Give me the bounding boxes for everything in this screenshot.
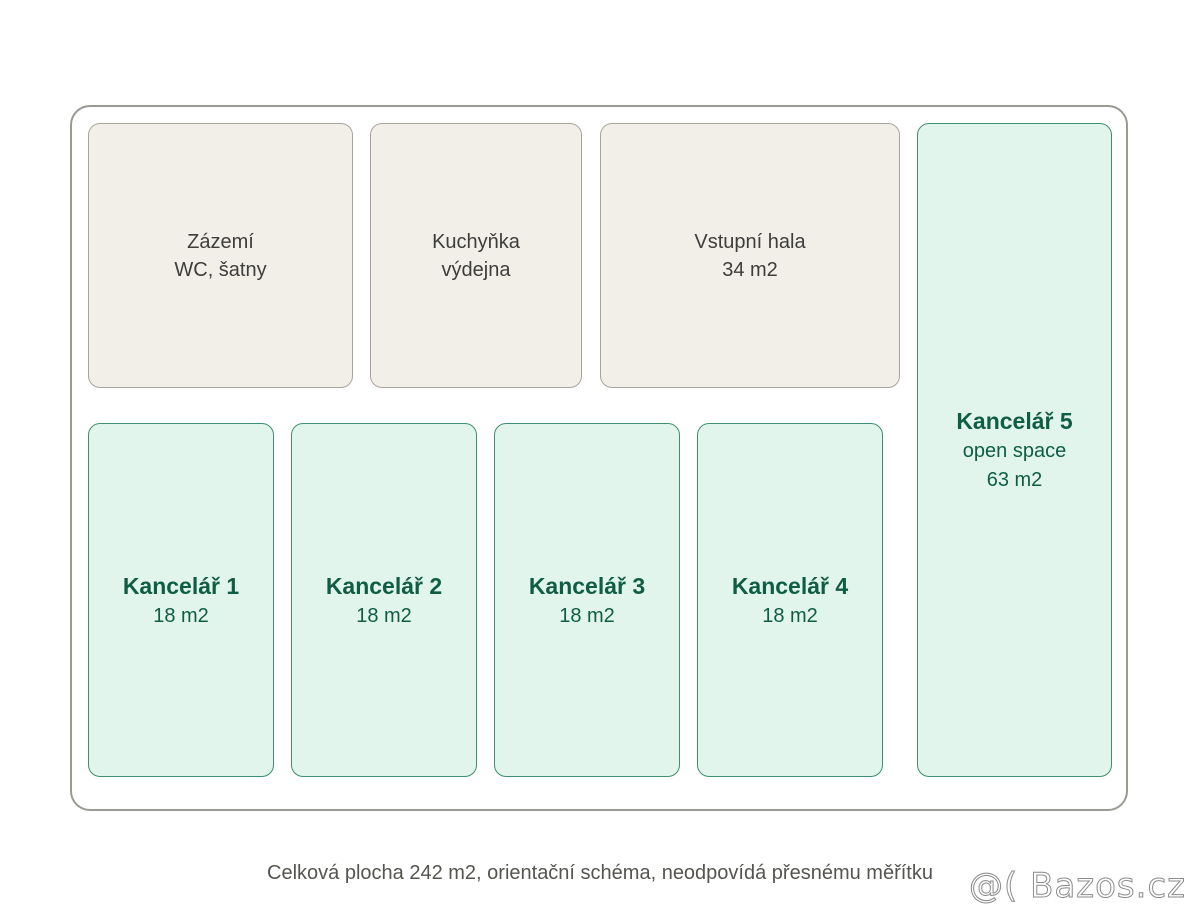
room-kancelar-3-area: 18 m2 <box>559 604 615 627</box>
room-kuchynka-detail: výdejna <box>441 258 511 281</box>
room-vstupni-hala-label: Vstupní hala <box>694 230 806 253</box>
room-kancelar-5-type: open space <box>962 440 1067 462</box>
watermark-logo: @( Bazos.cz <box>969 866 1186 907</box>
room-kancelar-3: Kancelář 3 18 m2 <box>494 423 680 777</box>
room-kuchynka-label: Kuchyňka <box>432 230 520 253</box>
room-zazemi: Zázemí WC, šatny <box>88 123 353 388</box>
room-kancelar-1-name: Kancelář 1 <box>122 572 240 599</box>
room-kancelar-4: Kancelář 4 18 m2 <box>697 423 883 777</box>
room-zazemi-detail: WC, šatny <box>174 258 267 281</box>
room-kancelar-5-name: Kancelář 5 <box>956 408 1073 434</box>
plan-caption: Celková plocha 242 m2, orientační schéma… <box>267 862 933 884</box>
room-kancelar-1-area: 18 m2 <box>153 604 209 627</box>
room-vstupni-hala: Vstupní hala 34 m2 <box>600 123 900 388</box>
room-vstupni-hala-area: 34 m2 <box>722 258 778 281</box>
room-zazemi-label: Zázemí <box>187 230 254 253</box>
room-kancelar-1: Kancelář 1 18 m2 <box>88 423 274 777</box>
room-kancelar-2-area: 18 m2 <box>356 604 412 627</box>
room-kancelar-2-name: Kancelář 2 <box>325 572 443 599</box>
room-kancelar-3-name: Kancelář 3 <box>528 572 646 599</box>
room-kancelar-2: Kancelář 2 18 m2 <box>291 423 477 777</box>
room-kancelar-5: Kancelář 5 open space 63 m2 <box>917 123 1112 777</box>
room-kancelar-4-name: Kancelář 4 <box>731 572 849 599</box>
room-kuchynka: Kuchyňka výdejna <box>370 123 582 388</box>
room-kancelar-4-area: 18 m2 <box>762 604 818 627</box>
room-kancelar-5-area: 63 m2 <box>986 469 1043 491</box>
